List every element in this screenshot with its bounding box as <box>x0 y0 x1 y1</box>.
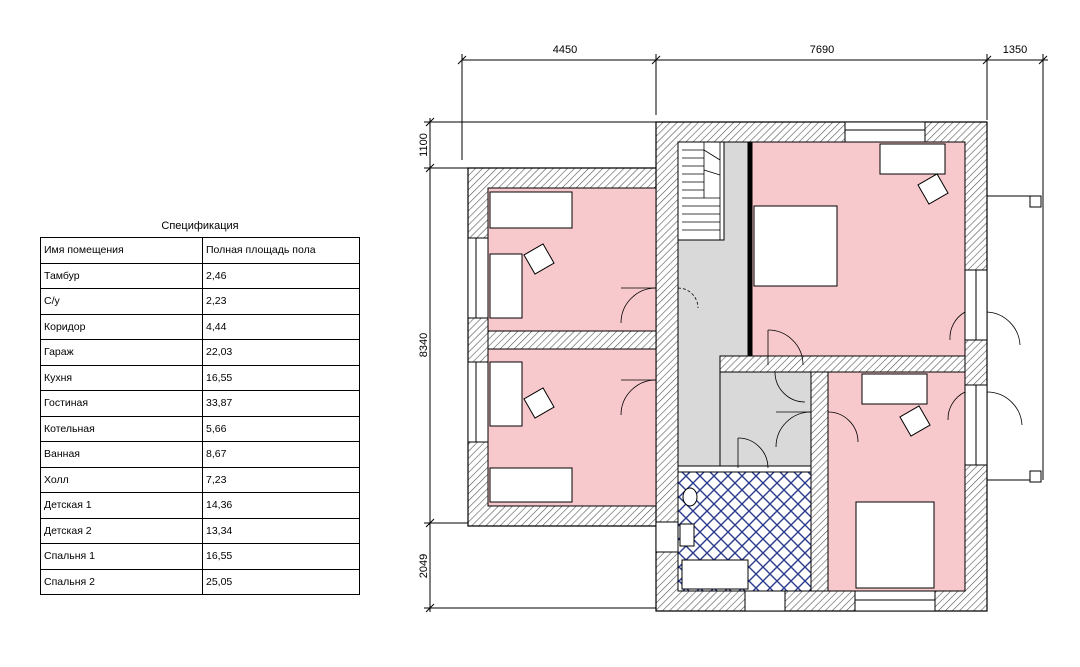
wardrobe-2 <box>489 467 573 503</box>
stairs-steps <box>682 142 721 240</box>
dimension-top-right: 1350 <box>1003 44 1027 56</box>
room-name: Спальня 2 <box>40 568 203 595</box>
header-room-name: Имя помещения <box>40 237 203 264</box>
room-name: Спальня 1 <box>40 543 203 570</box>
dimension-top-middle: 7690 <box>810 44 834 56</box>
bed-2 <box>855 501 935 589</box>
stairs <box>677 141 725 241</box>
desk-2 <box>489 361 523 427</box>
room-area: 4,44 <box>202 313 360 340</box>
doors <box>620 287 1023 469</box>
room-name: Тамбур <box>40 262 203 289</box>
table-header-row: Имя помещения Полная площадь пола <box>40 237 360 264</box>
room-area: 22,03 <box>202 339 360 366</box>
chair-2 <box>523 387 555 419</box>
room-name: Ванная <box>40 441 203 468</box>
room-name: Коридор <box>40 313 203 340</box>
windows <box>467 121 988 612</box>
room-area: 14,36 <box>202 492 360 519</box>
sink <box>679 523 695 547</box>
room-area: 7,23 <box>202 466 360 493</box>
toilet <box>682 487 698 507</box>
specification-block: Спецификация Имя помещения Полная площад… <box>40 220 360 595</box>
chair-4 <box>899 405 931 437</box>
desk-1 <box>489 253 523 319</box>
room-area: 16,55 <box>202 364 360 391</box>
interior-walls <box>487 141 966 592</box>
desk-4 <box>861 373 928 405</box>
dimension-left-middle: 8340 <box>418 333 430 357</box>
dimension-top-left: 4450 <box>553 44 577 56</box>
dimension-lines <box>424 54 1048 613</box>
room-name: Кухня <box>40 364 203 391</box>
room-area: 25,05 <box>202 568 360 595</box>
room-area: 33,87 <box>202 390 360 417</box>
dimension-left-bottom: 2049 <box>418 554 430 578</box>
chair-1 <box>523 243 555 275</box>
specification-title: Спецификация <box>161 220 239 232</box>
chair-3 <box>917 173 949 205</box>
bathtub <box>681 559 749 590</box>
header-floor-area: Полная площадь пола <box>202 237 360 264</box>
room-name: Холл <box>40 466 203 493</box>
desk-3 <box>879 143 946 175</box>
hall-lower <box>719 369 816 473</box>
bed-1 <box>753 205 838 287</box>
furniture <box>489 143 949 590</box>
room-area: 5,66 <box>202 415 360 442</box>
wardrobe-1 <box>489 191 573 229</box>
specification-table: Имя помещения Полная площадь пола Тамбур… <box>40 237 360 595</box>
dimension-left-top: 1100 <box>418 133 430 157</box>
